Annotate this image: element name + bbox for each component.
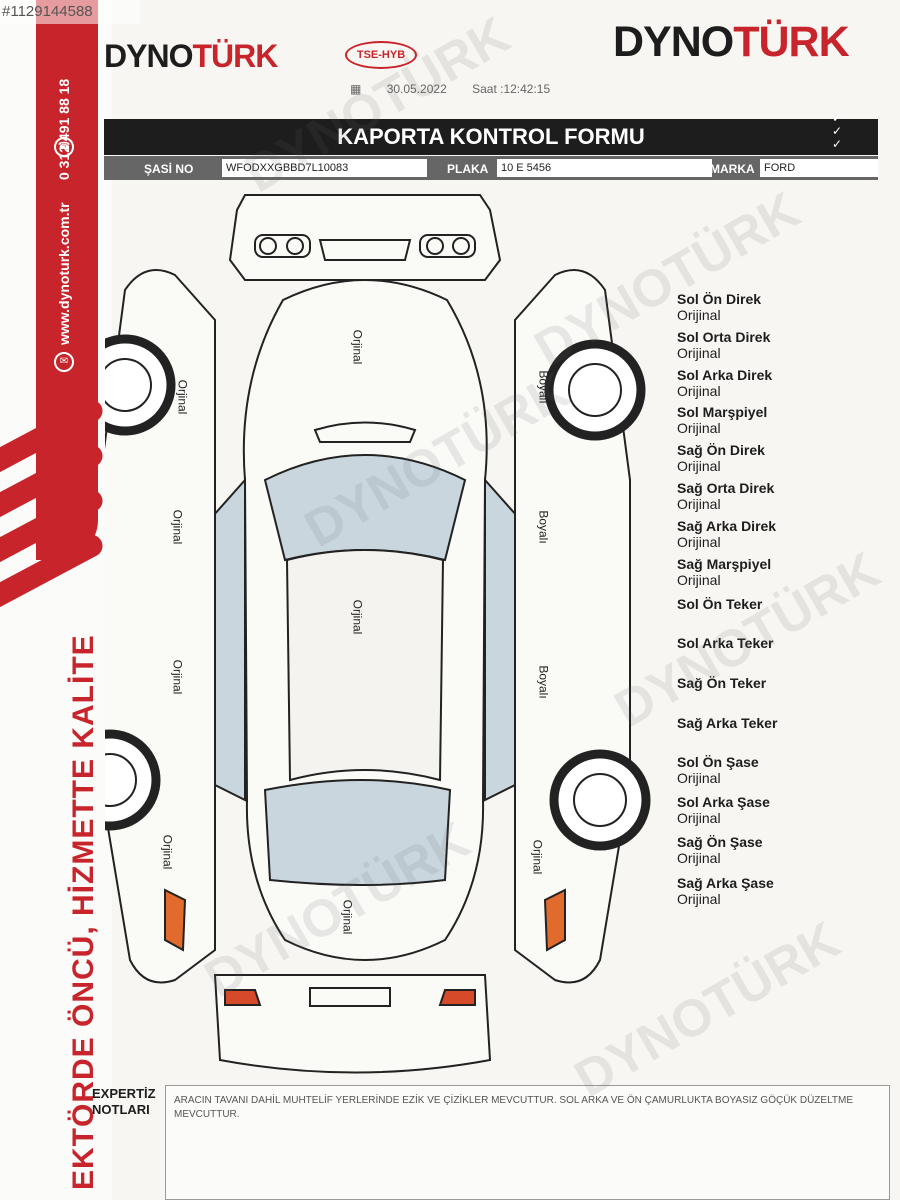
right-headlight-lamp <box>452 237 470 255</box>
left-tail-light <box>164 888 187 952</box>
roof-status: Orjinal <box>350 599 365 635</box>
left-rear-fender-status: Orjinal <box>160 834 175 870</box>
windshield <box>263 454 467 562</box>
left-front-rim <box>105 358 152 412</box>
left-headlight-lamp <box>286 237 304 255</box>
form-title: KAPORTA KONTROL FORMU <box>104 119 878 155</box>
left-front-door-status: Orjinal <box>170 509 185 545</box>
logo-dark-part: DYNO <box>104 38 193 74</box>
rear-bumper-view <box>213 974 492 1074</box>
roof-panel <box>285 549 445 782</box>
mail-icon: ✉ <box>54 352 74 372</box>
inspection-notes: ARACIN TAVANI DAHİL MUHTELİF YERLERİNDE … <box>165 1085 890 1200</box>
rear-window <box>263 779 452 886</box>
right-headlight <box>419 234 476 258</box>
right-headlight-lamp <box>426 237 444 255</box>
right-rear-wheel <box>549 749 651 851</box>
rear-right-light <box>438 989 476 1006</box>
status-item: Sol Ön Teker <box>677 596 763 612</box>
right-tail-light <box>543 888 566 952</box>
brand-label: MARKA <box>710 162 755 176</box>
hood-status: Orjinal <box>350 329 365 365</box>
logo-red-part: TÜRK <box>733 18 849 66</box>
form-time: Saat :12:42:15 <box>472 82 551 96</box>
phone-number: 0 312 491 88 18 <box>56 78 72 180</box>
right-rear-door-status: Boyalı <box>536 665 551 699</box>
tse-badge: TSE-HYB <box>345 41 417 69</box>
brand-logo-right: DYNOTÜRK <box>613 18 850 67</box>
rear-left-light <box>224 989 262 1006</box>
car-outline-svg <box>105 194 651 1074</box>
right-rear-rim <box>573 773 627 827</box>
status-item: Sol Arka Teker <box>677 635 774 651</box>
notes-label: EXPERTİZ NOTLARI <box>92 1086 156 1118</box>
left-rear-door-status: Orjinal <box>170 659 185 695</box>
right-front-wheel <box>544 339 646 441</box>
right-front-fender-status: Boyalı <box>536 370 551 404</box>
phone-icon: ☎ <box>54 137 74 157</box>
plate-value: 10 E 5456 <box>497 159 712 177</box>
rear-plate-holder <box>309 987 391 1007</box>
calendar-icon: ▦ <box>350 82 362 96</box>
logo-red-part: TÜRK <box>192 38 278 74</box>
watermark-id: #1129144588 <box>0 0 140 24</box>
form-date: 30.05.2022 <box>386 82 447 96</box>
left-front-fender-status: Orjinal <box>175 379 190 415</box>
brand-logo-left: DYNOTÜRK <box>104 38 278 75</box>
left-rear-wheel <box>105 729 161 831</box>
front-grille <box>318 239 412 261</box>
logo-dark-part: DYNO <box>613 18 734 66</box>
right-front-rim <box>568 363 622 417</box>
hood-vent <box>313 421 417 443</box>
left-front-wheel <box>105 334 176 436</box>
brand-value: FORD <box>760 159 878 177</box>
chassis-label: ŞASİ NO <box>144 162 194 176</box>
right-rear-fender-status: Orjinal <box>530 839 545 875</box>
left-headlight <box>254 234 311 258</box>
notes-label-line2: NOTLARI <box>92 1102 150 1117</box>
right-front-door-status: Boyalı <box>536 510 551 544</box>
left-rear-rim <box>105 753 137 807</box>
notes-label-line1: EXPERTİZ <box>92 1086 156 1101</box>
status-item: Sağ Ön Teker <box>677 675 767 691</box>
left-headlight-lamp <box>259 237 277 255</box>
chassis-value: WFODXXGBBD7L10083 <box>222 159 427 177</box>
front-bumper-view <box>228 194 502 281</box>
date-time-row: ▦ 30.05.2022 Saat :12:42:15 <box>350 82 572 96</box>
website: www.dynoturk.com.tr <box>56 202 72 345</box>
check-icon: ✓✓✓ <box>832 111 843 151</box>
status-item: Sağ Arka Teker <box>677 715 778 731</box>
vehicle-info-bar: ŞASİ NO WFODXXGBBD7L10083 PLAKA 10 E 545… <box>104 156 878 180</box>
plate-label: PLAKA <box>447 162 489 176</box>
car-diagram: Orjinal Orjinal Orjinal Orjinal Orjinal … <box>105 180 670 1080</box>
trunk-status: Orjinal <box>340 899 355 935</box>
